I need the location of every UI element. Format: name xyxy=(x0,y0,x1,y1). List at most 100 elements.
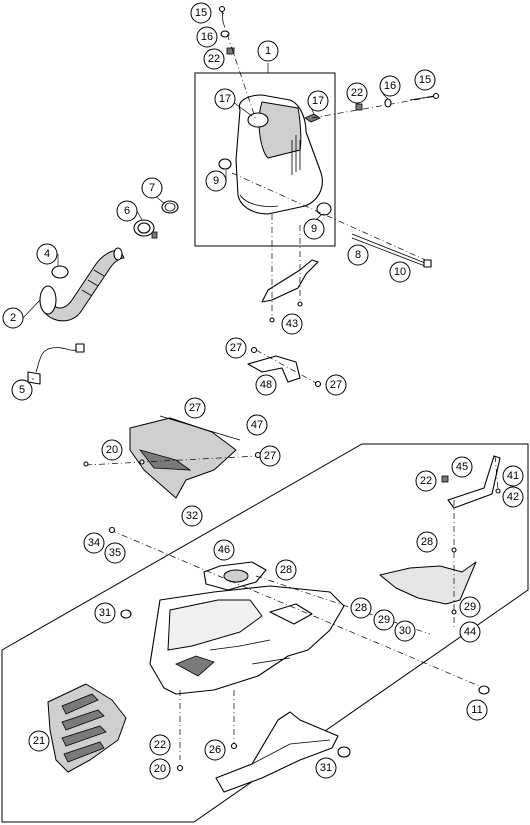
callout-27c: 27 xyxy=(184,397,206,419)
svg-text:9: 9 xyxy=(311,223,317,235)
callout-17a: 17 xyxy=(214,88,236,110)
callout-35: 35 xyxy=(104,542,126,564)
callout-7: 7 xyxy=(141,177,163,199)
clamp-6-7 xyxy=(133,200,179,239)
svg-text:22: 22 xyxy=(154,739,166,751)
svg-text:27: 27 xyxy=(264,450,276,462)
callout-10: 10 xyxy=(389,261,411,283)
callout-29b: 29 xyxy=(459,596,481,618)
svg-text:5: 5 xyxy=(19,384,25,396)
callout-28a: 28 xyxy=(275,559,297,581)
callout-20b: 20 xyxy=(149,758,171,780)
svg-text:31: 31 xyxy=(320,762,332,774)
svg-text:22: 22 xyxy=(351,87,363,99)
svg-text:10: 10 xyxy=(394,266,406,278)
heat-shield-group-frame xyxy=(1,443,529,823)
svg-text:31: 31 xyxy=(99,607,111,619)
svg-text:29: 29 xyxy=(378,614,390,626)
callout-22d: 22 xyxy=(149,734,171,756)
callout-22c: 22 xyxy=(415,470,437,492)
svg-text:27: 27 xyxy=(330,379,342,391)
svg-text:6: 6 xyxy=(124,205,130,217)
lower-guard xyxy=(176,711,351,793)
callout-30: 30 xyxy=(394,620,416,642)
svg-text:17: 17 xyxy=(312,95,324,107)
svg-text:28: 28 xyxy=(280,564,292,576)
svg-text:22: 22 xyxy=(208,53,220,65)
svg-text:22: 22 xyxy=(420,475,432,487)
header-pipe xyxy=(39,247,125,322)
svg-text:4: 4 xyxy=(44,248,50,260)
callout-9a: 9 xyxy=(205,170,227,192)
callout-44: 44 xyxy=(459,621,481,643)
callout-4: 4 xyxy=(36,243,58,265)
callout-29a: 29 xyxy=(373,609,395,631)
svg-text:44: 44 xyxy=(464,626,476,638)
svg-text:16: 16 xyxy=(201,31,213,43)
silencer-group-frame xyxy=(194,72,336,247)
bolt-8 xyxy=(231,172,432,268)
callout-16b: 16 xyxy=(379,75,401,97)
callout-27d: 27 xyxy=(259,445,281,467)
bracket-48 xyxy=(247,346,322,388)
callout-9b: 9 xyxy=(303,218,325,240)
bolt-15-right xyxy=(311,92,440,119)
callout-27a: 27 xyxy=(225,337,247,359)
callout-34: 34 xyxy=(83,532,105,554)
callout-1: 1 xyxy=(257,40,279,62)
svg-text:20: 20 xyxy=(154,763,166,775)
svg-text:41: 41 xyxy=(507,470,519,482)
heat-shield-right xyxy=(379,500,477,628)
svg-text:9: 9 xyxy=(213,175,219,187)
callout-32: 32 xyxy=(181,505,203,527)
bolt-34 xyxy=(108,526,116,534)
heat-shield-main xyxy=(149,561,345,695)
svg-text:42: 42 xyxy=(507,491,519,503)
svg-text:1: 1 xyxy=(265,45,271,57)
callout-6: 6 xyxy=(116,200,138,222)
callout-21: 21 xyxy=(28,730,50,752)
callout-48: 48 xyxy=(255,374,277,396)
callout-11: 11 xyxy=(466,699,488,721)
svg-text:28: 28 xyxy=(355,602,367,614)
leader-lines xyxy=(22,11,389,380)
svg-text:7: 7 xyxy=(149,182,155,194)
svg-text:46: 46 xyxy=(218,544,230,556)
svg-text:2: 2 xyxy=(10,312,16,324)
callout-16a: 16 xyxy=(196,26,218,48)
callout-28b: 28 xyxy=(350,597,372,619)
svg-text:28: 28 xyxy=(421,536,433,548)
bolt-15-top xyxy=(218,5,257,121)
svg-text:15: 15 xyxy=(419,74,431,86)
callout-47: 47 xyxy=(246,414,268,436)
callout-46: 46 xyxy=(213,539,235,561)
callout-31a: 31 xyxy=(94,602,116,624)
end-cap-21 xyxy=(47,683,127,773)
svg-text:16: 16 xyxy=(384,80,396,92)
callout-28c: 28 xyxy=(416,531,438,553)
callout-15a: 15 xyxy=(190,2,212,24)
svg-text:43: 43 xyxy=(286,318,298,330)
oxygen-sensor xyxy=(27,343,85,385)
silencer-part xyxy=(218,94,332,216)
callout-20a: 20 xyxy=(101,439,123,461)
bracket-43 xyxy=(261,214,319,323)
svg-text:35: 35 xyxy=(109,547,121,559)
callout-15b: 15 xyxy=(414,69,436,91)
svg-text:27: 27 xyxy=(230,342,242,354)
axis-line-34 xyxy=(109,529,485,689)
svg-text:29: 29 xyxy=(464,601,476,613)
callout-26: 26 xyxy=(204,739,226,761)
washer-11 xyxy=(478,685,490,695)
svg-text:47: 47 xyxy=(251,419,263,431)
svg-text:30: 30 xyxy=(399,625,411,637)
svg-text:45: 45 xyxy=(456,461,468,473)
svg-text:20: 20 xyxy=(106,444,118,456)
washer-31-left xyxy=(120,609,132,619)
svg-text:17: 17 xyxy=(219,93,231,105)
callout-17b: 17 xyxy=(307,90,329,112)
callout-31b: 31 xyxy=(315,757,337,779)
svg-text:11: 11 xyxy=(471,704,482,716)
callout-45: 45 xyxy=(451,456,473,478)
callout-8: 8 xyxy=(347,244,369,266)
